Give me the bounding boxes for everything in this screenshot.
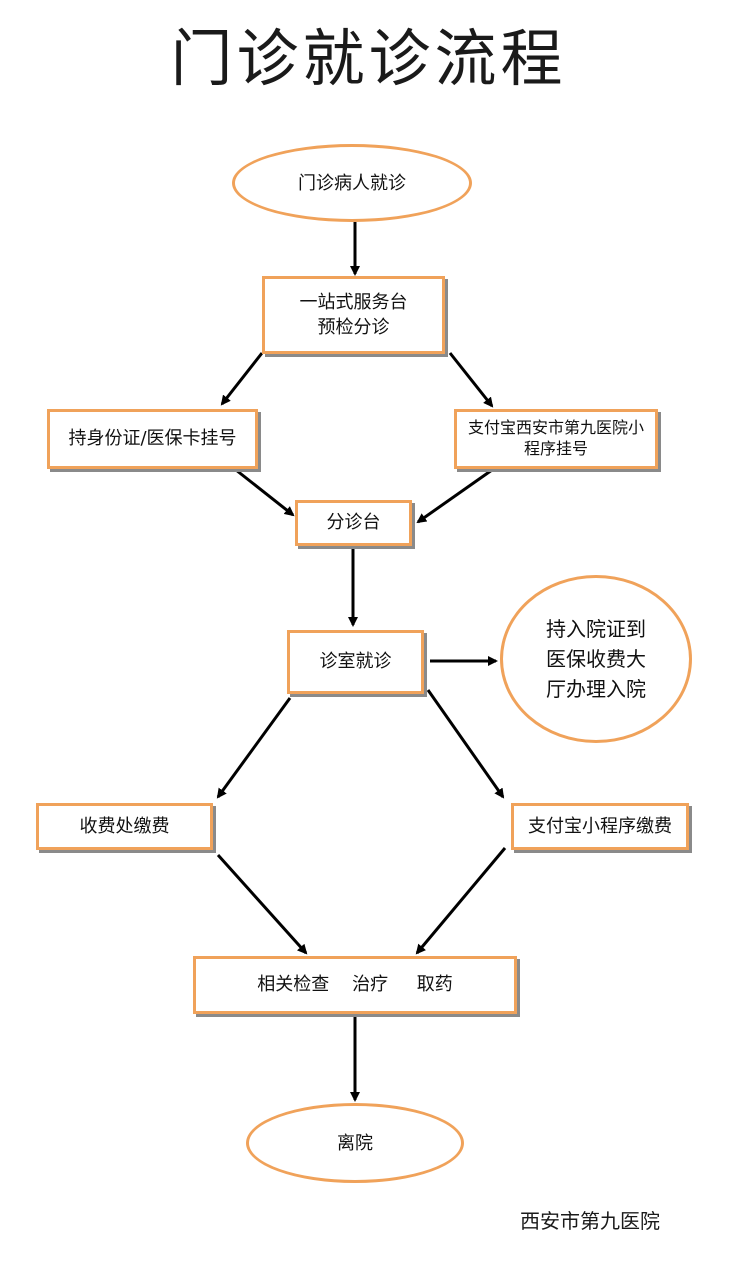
consult-room-node: 诊室就诊	[287, 630, 424, 694]
leave-node: 离院	[246, 1103, 464, 1183]
arrow-service-to-register-id	[220, 352, 264, 406]
exam-treat-label: 相关检查 治疗 取药	[257, 974, 453, 996]
arrow-service-to-register-alipay	[448, 352, 494, 408]
hospital-name: 西安市第九医院	[520, 1209, 660, 1233]
arrow-consult-to-pay-alipay	[426, 689, 505, 799]
arrow-pay-cashier-to-exam	[216, 853, 308, 955]
register-alipay-node: 支付宝西安市第九医院小 程序挂号	[454, 409, 658, 469]
admission-node: 持入院证到 医保收费大 厅办理入院	[500, 575, 692, 743]
start-node-label: 门诊病人就诊	[298, 172, 406, 194]
arrow-pay-alipay-to-exam	[415, 847, 507, 955]
exam-treat-node: 相关检查 治疗 取药	[193, 956, 517, 1014]
triage-label: 分诊台	[326, 512, 381, 534]
pay-cashier-node: 收费处缴费	[36, 803, 213, 850]
leave-label: 离院	[337, 1132, 373, 1154]
start-node: 门诊病人就诊	[232, 144, 472, 222]
register-alipay-label: 支付宝西安市第九医院小 程序挂号	[467, 418, 644, 458]
arrow-consult-to-pay-cashier	[216, 697, 292, 799]
page-title: 门诊就诊流程	[170, 22, 567, 95]
service-desk-label: 一站式服务台 预检分诊	[299, 291, 408, 338]
register-id-node: 持身份证/医保卡挂号	[47, 409, 258, 469]
pay-alipay-label: 支付宝小程序缴费	[528, 815, 672, 837]
admission-label: 持入院证到 医保收费大 厅办理入院	[546, 617, 646, 701]
triage-node: 分诊台	[295, 500, 412, 546]
arrow-register-alipay-to-triage	[416, 468, 493, 524]
consult-room-label: 诊室就诊	[319, 651, 392, 673]
register-id-label: 持身份证/医保卡挂号	[68, 428, 237, 450]
pay-alipay-node: 支付宝小程序缴费	[511, 803, 689, 850]
service-desk-node: 一站式服务台 预检分诊	[262, 276, 445, 354]
arrow-register-id-to-triage	[235, 468, 295, 517]
pay-cashier-label: 收费处缴费	[79, 815, 170, 837]
